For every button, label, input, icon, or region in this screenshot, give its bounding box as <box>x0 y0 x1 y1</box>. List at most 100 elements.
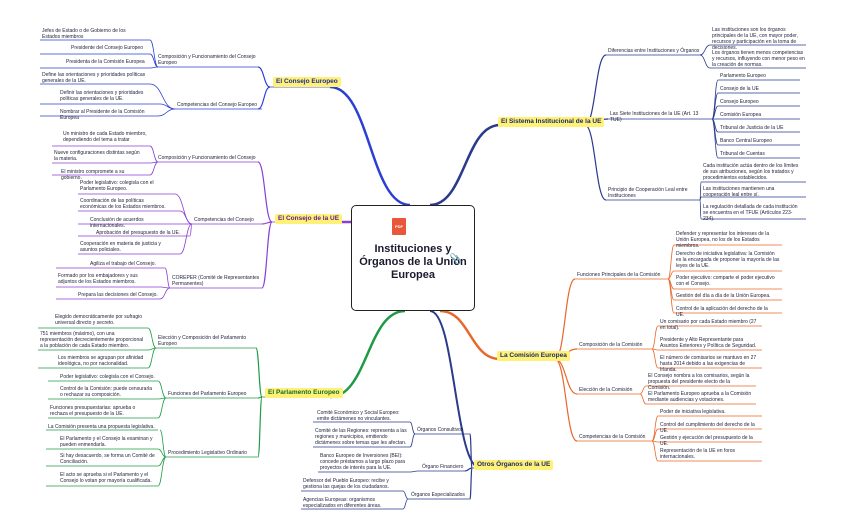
branch-comision[interactable]: La Comisión Europea <box>497 351 570 361</box>
node-eleccion-comision[interactable]: Elección de la Comisión <box>579 387 633 393</box>
leaf[interactable]: Consejo Europeo <box>720 99 759 105</box>
node-organos-especializados[interactable]: Órganos Especializados <box>411 492 465 498</box>
leaf[interactable]: Representación de la UE en foros interna… <box>660 448 736 460</box>
node-organo-financiero[interactable]: Órgano Financiero <box>422 464 464 470</box>
connector <box>159 429 167 458</box>
leaf[interactable]: Funciones presupuestarias: aprueba o rec… <box>50 405 136 417</box>
central-topic[interactable]: PDF Instituciones y Órganos de la Unión … <box>351 205 475 311</box>
leaf[interactable]: Presidenta de la Comisión Europea <box>66 59 145 65</box>
leaf[interactable]: 751 miembros (máximo), con una represent… <box>40 331 144 349</box>
node-eleccion-parlamento[interactable]: Elección y Composición del Parlamento Eu… <box>158 335 247 347</box>
leaf[interactable]: Si hay desacuerdo, se forma un Comité de… <box>60 453 155 465</box>
node-procedimiento-legislativo[interactable]: Procedimiento Legislativo Ordinario <box>168 450 247 456</box>
leaf[interactable]: Gestión del día a día de la Unión Europe… <box>676 293 771 299</box>
leaf[interactable]: Coordinación de las políticas económicas… <box>80 198 166 210</box>
leaf[interactable]: Nombrar al Presidente de la Comisión Eur… <box>60 109 145 121</box>
branch-otros-organos[interactable]: Otros Órganos de la UE <box>474 460 554 470</box>
pdf-file-icon: PDF <box>392 218 406 235</box>
leaf[interactable]: El número de comisarios se mantuvo en 27… <box>660 355 757 373</box>
node-funciones-comision[interactable]: Funciones Principales de la Comisión <box>577 272 661 278</box>
leaf[interactable]: La Comisión presenta una propuesta legis… <box>48 424 155 430</box>
leaf[interactable]: Comisión Europea <box>720 112 762 118</box>
connector <box>429 310 481 469</box>
leaf[interactable]: Tribunal de Justicia de la UE <box>720 125 784 131</box>
leaf[interactable]: Prepara las decisiones del Consejo. <box>78 292 158 298</box>
leaf[interactable]: Definir las orientaciones y prioridades … <box>60 90 144 102</box>
leaf[interactable]: El Parlamento y el Consejo la examinan y… <box>60 436 153 448</box>
leaf[interactable]: Agencias Europeas: organismos especializ… <box>303 497 382 509</box>
leaf[interactable]: Poder legislativo: colegisla con el Parl… <box>80 180 154 192</box>
branch-sistema-institucional[interactable]: El Sistema Institucional de la UE <box>498 117 605 127</box>
connector <box>554 278 576 360</box>
leaf[interactable]: Nueve configuraciones distintas según la… <box>54 150 140 162</box>
leaf[interactable]: Presidente del Consejo Europeo <box>71 45 143 51</box>
leaf[interactable]: Agiliza el trabajo del Consejo. <box>90 261 156 267</box>
leaf[interactable]: Define las orientaciones y prioridades p… <box>42 72 146 84</box>
leaf[interactable]: Defensor del Pueblo Europeo: recibe y ge… <box>303 478 389 490</box>
node-diferencias[interactable]: Diferencias entre Instituciones y Órgano… <box>608 48 700 54</box>
connector <box>409 421 416 435</box>
connector <box>699 54 711 69</box>
leaf[interactable]: El ministro compromete a su gobierno. <box>61 169 125 181</box>
connector <box>149 161 159 176</box>
connector <box>157 448 167 458</box>
branch-parlamento[interactable]: El Parlamento Europeo <box>265 388 343 398</box>
leaf[interactable]: La regulación detallada de cada instituc… <box>703 204 798 222</box>
leaf[interactable]: Banco Europeo de Inversiones (BEI): conc… <box>320 453 406 471</box>
leaf[interactable]: Poder de iniciativa legislativa. <box>660 409 726 415</box>
leaf[interactable]: Cada institución actúa dentro de los lím… <box>703 163 799 181</box>
node-composicion-consejo[interactable]: Composición y Funcionamiento del Consejo <box>158 155 256 161</box>
node-competencias-consejo[interactable]: Competencias del Consejo <box>194 217 254 223</box>
branch-consejo-ue[interactable]: El Consejo de la UE <box>275 214 343 224</box>
leaf[interactable]: Tribunal de Cuentas <box>720 151 765 157</box>
node-composicion-consejo-europeo[interactable]: Composición y Funcionamiento del Consejo… <box>158 54 256 66</box>
leaf[interactable]: Parlamento Europeo <box>720 73 766 79</box>
leaf[interactable]: Poder legislativo: colegisla con el Cons… <box>60 374 155 380</box>
leaf[interactable]: Los órganos tienen menos competencias y … <box>712 50 805 68</box>
node-cooperacion-leal[interactable]: Principio de Cooperación Leal entre Inst… <box>608 187 688 199</box>
leaf[interactable]: El acto se aprueba si el Parlamento y el… <box>60 472 152 484</box>
leaf[interactable]: Comité de las Regiones: representa a las… <box>315 428 407 446</box>
connector <box>179 223 193 255</box>
leaf[interactable]: El Parlamento Europeo aprueba a la Comis… <box>648 391 752 403</box>
leaf[interactable]: Cooperación en materia de justicia y asu… <box>80 241 161 253</box>
leaf[interactable]: Control de la aplicación del derecho de … <box>676 306 768 318</box>
leaf[interactable]: Presidente y Alto Representante para Asu… <box>660 337 757 349</box>
leaf[interactable]: Las instituciones son los órganos princi… <box>712 27 798 51</box>
connector <box>554 358 578 395</box>
leaf[interactable]: Aprobación del presupuesto de la UE. <box>96 230 181 236</box>
node-organos-consultivos[interactable]: Órganos Consultivos <box>417 427 464 433</box>
connector <box>329 309 406 399</box>
node-coreper[interactable]: COREPER (Comité de Representantes Perman… <box>172 275 260 287</box>
leaf[interactable]: Defender y representar los intereses de … <box>676 231 770 249</box>
connector <box>157 380 167 399</box>
leaf[interactable]: Formado por los embajadores y sus adjunt… <box>58 273 138 285</box>
leaf[interactable]: Elegido democráticamente por sufragio un… <box>55 314 142 326</box>
connector <box>667 244 675 280</box>
node-funciones-parlamento[interactable]: Funciones del Parlamento Europeo <box>168 391 247 397</box>
leaf[interactable]: Las instituciones mantienen una cooperac… <box>703 186 775 198</box>
node-composicion-comision[interactable]: Composición de la Comisión <box>579 342 643 348</box>
leaf[interactable]: Control del cumplimiento del derecho de … <box>660 422 755 434</box>
leaf[interactable]: Los miembros se agrupan por afinidad ide… <box>58 355 144 367</box>
leaf[interactable]: Conclusión de acuerdos internacionales. <box>90 217 144 229</box>
connector <box>667 270 675 280</box>
leaf[interactable]: Gestión y ejecución del presupuesto de l… <box>660 435 753 447</box>
node-competencias-consejo-europeo[interactable]: Competencias del Consejo Europeo <box>177 102 258 108</box>
node-siete-instituciones[interactable]: Las Siete Instituciones de la UE (Art. 1… <box>610 111 699 123</box>
leaf[interactable]: Control de la Comisión: puede censurarla… <box>60 386 152 398</box>
attachment-icon[interactable]: 📎 <box>449 254 462 265</box>
branch-consejo-europeo[interactable]: El Consejo Europeo <box>273 77 341 87</box>
leaf[interactable]: Jefes de Estado o de Gobierno de los Est… <box>42 28 126 40</box>
leaf[interactable]: Poder ejecutivo: comparte el poder ejecu… <box>676 275 775 287</box>
connector <box>149 39 159 68</box>
leaf[interactable]: Derecho de iniciativa legislativa: la Co… <box>676 251 780 269</box>
leaf[interactable]: El Consejo nombra a los comisarios, segú… <box>648 373 750 391</box>
leaf[interactable]: Comité Económico y Social Europeo: emite… <box>317 410 400 422</box>
leaf[interactable]: Un comisario por cada Estado miembro (27… <box>660 319 757 331</box>
node-competencias-comision[interactable]: Competencias de la Comisión <box>579 434 646 440</box>
leaf[interactable]: Un ministro de cada Estado miembro, depe… <box>63 131 147 143</box>
leaf[interactable]: Banco Central Europeo <box>720 138 772 144</box>
leaf[interactable]: Consejo de la UE <box>720 86 759 92</box>
